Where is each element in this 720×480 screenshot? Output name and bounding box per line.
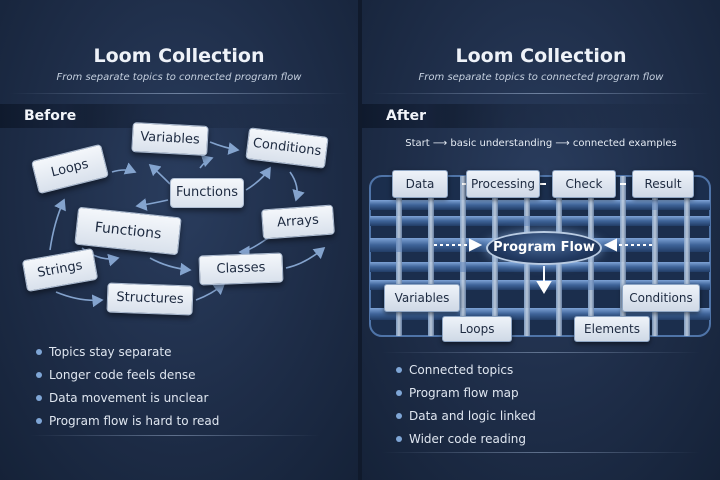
card-structures: Structures — [106, 282, 194, 316]
card-variables: Variables — [131, 122, 209, 156]
left-title-divider — [10, 93, 348, 94]
arrow-structures-right — [195, 282, 226, 301]
program-flow-hub: Program Flow — [486, 231, 602, 265]
card-arrays: Arrays — [261, 204, 335, 240]
start-progression: Start ⟶ basic understanding ⟶ connected … — [405, 138, 677, 149]
bullet-item: Data movement is unclear — [36, 390, 219, 413]
arrow-functions-up — [148, 163, 171, 185]
left-subtitle: From separate topics to connected progra… — [56, 72, 302, 83]
arrow-loops-variables — [111, 162, 137, 175]
panel-divider — [358, 0, 362, 480]
arrow-strings-up — [49, 198, 66, 251]
flow-box-result: Result — [632, 170, 694, 198]
bullet-item: Data and logic linked — [396, 408, 536, 431]
bullet-dot-icon — [396, 436, 402, 442]
arrow-variables-conditions — [209, 141, 240, 155]
bullet-item: Program flow is hard to read — [36, 413, 219, 436]
right-subtitle: From separate topics to connected progra… — [418, 72, 664, 83]
bullet-dot-icon — [396, 413, 402, 419]
bullet-dot-icon — [36, 349, 42, 355]
flow-box-elements: Elements — [574, 316, 650, 342]
arrow-conditions-arrays — [289, 171, 305, 202]
left-title: Loom Collection — [93, 45, 265, 67]
arrow-functions-left — [135, 198, 169, 211]
bullet-dot-icon — [36, 395, 42, 401]
arrow-functions-classes — [149, 257, 192, 276]
bullet-item: Connected topics — [396, 362, 536, 385]
before-panel: Loom Collection From separate topics to … — [0, 0, 358, 480]
bullet-item: Program flow map — [396, 385, 536, 408]
flow-box-check: Check — [552, 170, 616, 198]
right-bottom-divider — [382, 452, 700, 453]
flow-box-data: Data — [392, 170, 448, 198]
arrow-functions-right — [245, 166, 271, 191]
before-bullet-list: Topics stay separate Longer code feels d… — [36, 344, 219, 436]
right-title: Loom Collection — [455, 45, 627, 67]
after-panel: Loom Collection From separate topics to … — [362, 0, 720, 480]
bullet-dot-icon — [36, 418, 42, 424]
left-bottom-divider — [30, 435, 320, 436]
after-bullet-list: Connected topics Program flow map Data a… — [396, 362, 536, 454]
after-section-label: After — [362, 104, 454, 128]
flow-arrows — [434, 183, 652, 294]
bullet-item: Wider code reading — [396, 431, 536, 454]
flow-box-variables: Variables — [384, 284, 460, 312]
bullet-dot-icon — [396, 390, 402, 396]
arrow-functions-up2 — [199, 154, 214, 169]
flow-box-loops: Loops — [442, 316, 512, 342]
bullet-item: Longer code feels dense — [36, 367, 219, 390]
right-title-divider — [372, 93, 710, 94]
bullet-dot-icon — [36, 372, 42, 378]
card-classes: Classes — [198, 252, 284, 286]
bullet-dot-icon — [396, 367, 402, 373]
arrow-classes-right — [285, 246, 326, 269]
flow-box-conditions: Conditions — [622, 284, 700, 312]
right-mid-divider — [382, 352, 700, 353]
arrow-structures-left — [55, 291, 104, 308]
scattered-arrows — [49, 141, 326, 308]
bullet-item: Topics stay separate — [36, 344, 219, 367]
arrow-arrays-down — [238, 237, 269, 259]
before-section-label: Before — [0, 104, 92, 128]
card-functions-small: Functions — [170, 178, 244, 208]
flow-box-processing: Processing — [466, 170, 540, 198]
